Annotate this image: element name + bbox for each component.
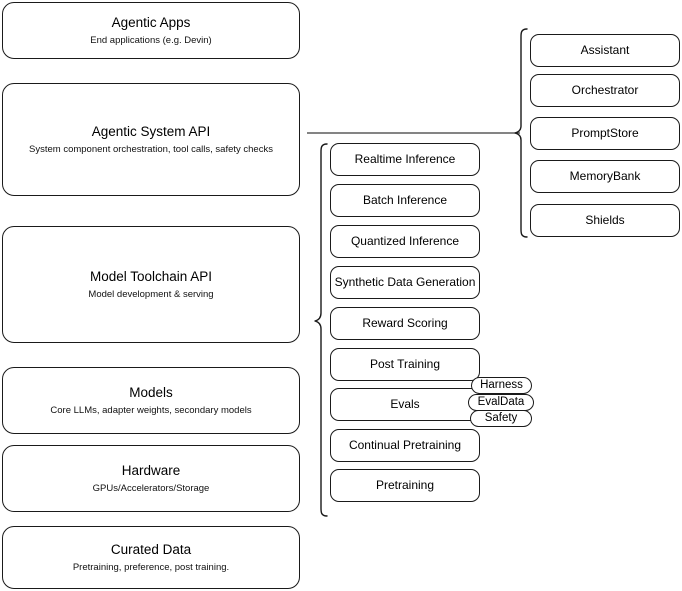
capability-box-reward-scoring[interactable]: Reward Scoring <box>330 307 480 340</box>
capability-label: Batch Inference <box>362 193 448 207</box>
layer-box-agentic-system-api[interactable]: Agentic System API System component orch… <box>2 83 300 196</box>
capability-label: Continual Pretraining <box>348 438 462 452</box>
layer-subtitle: Pretraining, preference, post training. <box>72 562 230 573</box>
capability-label: Reward Scoring <box>362 316 448 330</box>
right-brace <box>514 28 528 238</box>
evals-tag-evaldata[interactable]: EvalData <box>468 394 534 411</box>
layer-subtitle: System component orchestration, tool cal… <box>29 144 273 155</box>
component-label: Orchestrator <box>571 83 639 97</box>
layer-title: Models <box>129 385 173 400</box>
layer-title: Curated Data <box>110 542 192 557</box>
evals-tag-label: EvalData <box>477 396 525 408</box>
evals-tag-label: Safety <box>484 412 518 424</box>
layer-subtitle: GPUs/Accelerators/Storage <box>92 483 210 494</box>
layer-subtitle: Core LLMs, adapter weights, secondary mo… <box>50 405 252 416</box>
capability-label: Post Training <box>369 357 441 371</box>
capability-label: Evals <box>390 397 420 411</box>
capability-box-batch-inference[interactable]: Batch Inference <box>330 184 480 217</box>
layer-box-models[interactable]: Models Core LLMs, adapter weights, secon… <box>2 367 300 434</box>
layer-title: Agentic System API <box>91 124 211 139</box>
capability-box-continual-pretraining[interactable]: Continual Pretraining <box>330 429 480 462</box>
evals-tag-safety[interactable]: Safety <box>470 410 532 427</box>
capability-box-post-training[interactable]: Post Training <box>330 348 480 381</box>
capability-label: Pretraining <box>375 478 435 492</box>
component-label: Assistant <box>580 43 630 57</box>
capability-box-realtime-inference[interactable]: Realtime Inference <box>330 143 480 176</box>
layer-subtitle: Model development & serving <box>88 289 214 300</box>
component-box-shields[interactable]: Shields <box>530 204 680 237</box>
capability-box-synthetic-data-generation[interactable]: Synthetic Data Generation <box>330 266 480 299</box>
capability-box-evals[interactable]: Evals <box>330 388 480 421</box>
evals-tag-label: Harness <box>480 379 523 391</box>
layer-box-model-toolchain-api[interactable]: Model Toolchain API Model development & … <box>2 226 300 343</box>
component-label: Shields <box>585 213 625 227</box>
capability-box-pretraining[interactable]: Pretraining <box>330 469 480 502</box>
component-box-orchestrator[interactable]: Orchestrator <box>530 74 680 107</box>
layer-title: Hardware <box>121 463 181 478</box>
capability-label: Synthetic Data Generation <box>334 275 476 289</box>
layer-title: Model Toolchain API <box>89 269 213 284</box>
capability-label: Quantized Inference <box>350 234 460 248</box>
layer-box-agentic-apps[interactable]: Agentic Apps End applications (e.g. Devi… <box>2 2 300 59</box>
layer-box-curated-data[interactable]: Curated Data Pretraining, preference, po… <box>2 526 300 589</box>
component-label: PromptStore <box>571 126 639 140</box>
layer-box-hardware[interactable]: Hardware GPUs/Accelerators/Storage <box>2 445 300 512</box>
layer-subtitle: End applications (e.g. Devin) <box>90 35 212 46</box>
layer-title: Agentic Apps <box>111 15 191 30</box>
capability-label: Realtime Inference <box>354 152 456 166</box>
component-box-assistant[interactable]: Assistant <box>530 34 680 67</box>
evals-tag-harness[interactable]: Harness <box>471 377 532 394</box>
middle-brace <box>314 143 328 517</box>
component-box-promptstore[interactable]: PromptStore <box>530 117 680 150</box>
component-label: MemoryBank <box>569 169 641 183</box>
capability-box-quantized-inference[interactable]: Quantized Inference <box>330 225 480 258</box>
component-box-memorybank[interactable]: MemoryBank <box>530 160 680 193</box>
